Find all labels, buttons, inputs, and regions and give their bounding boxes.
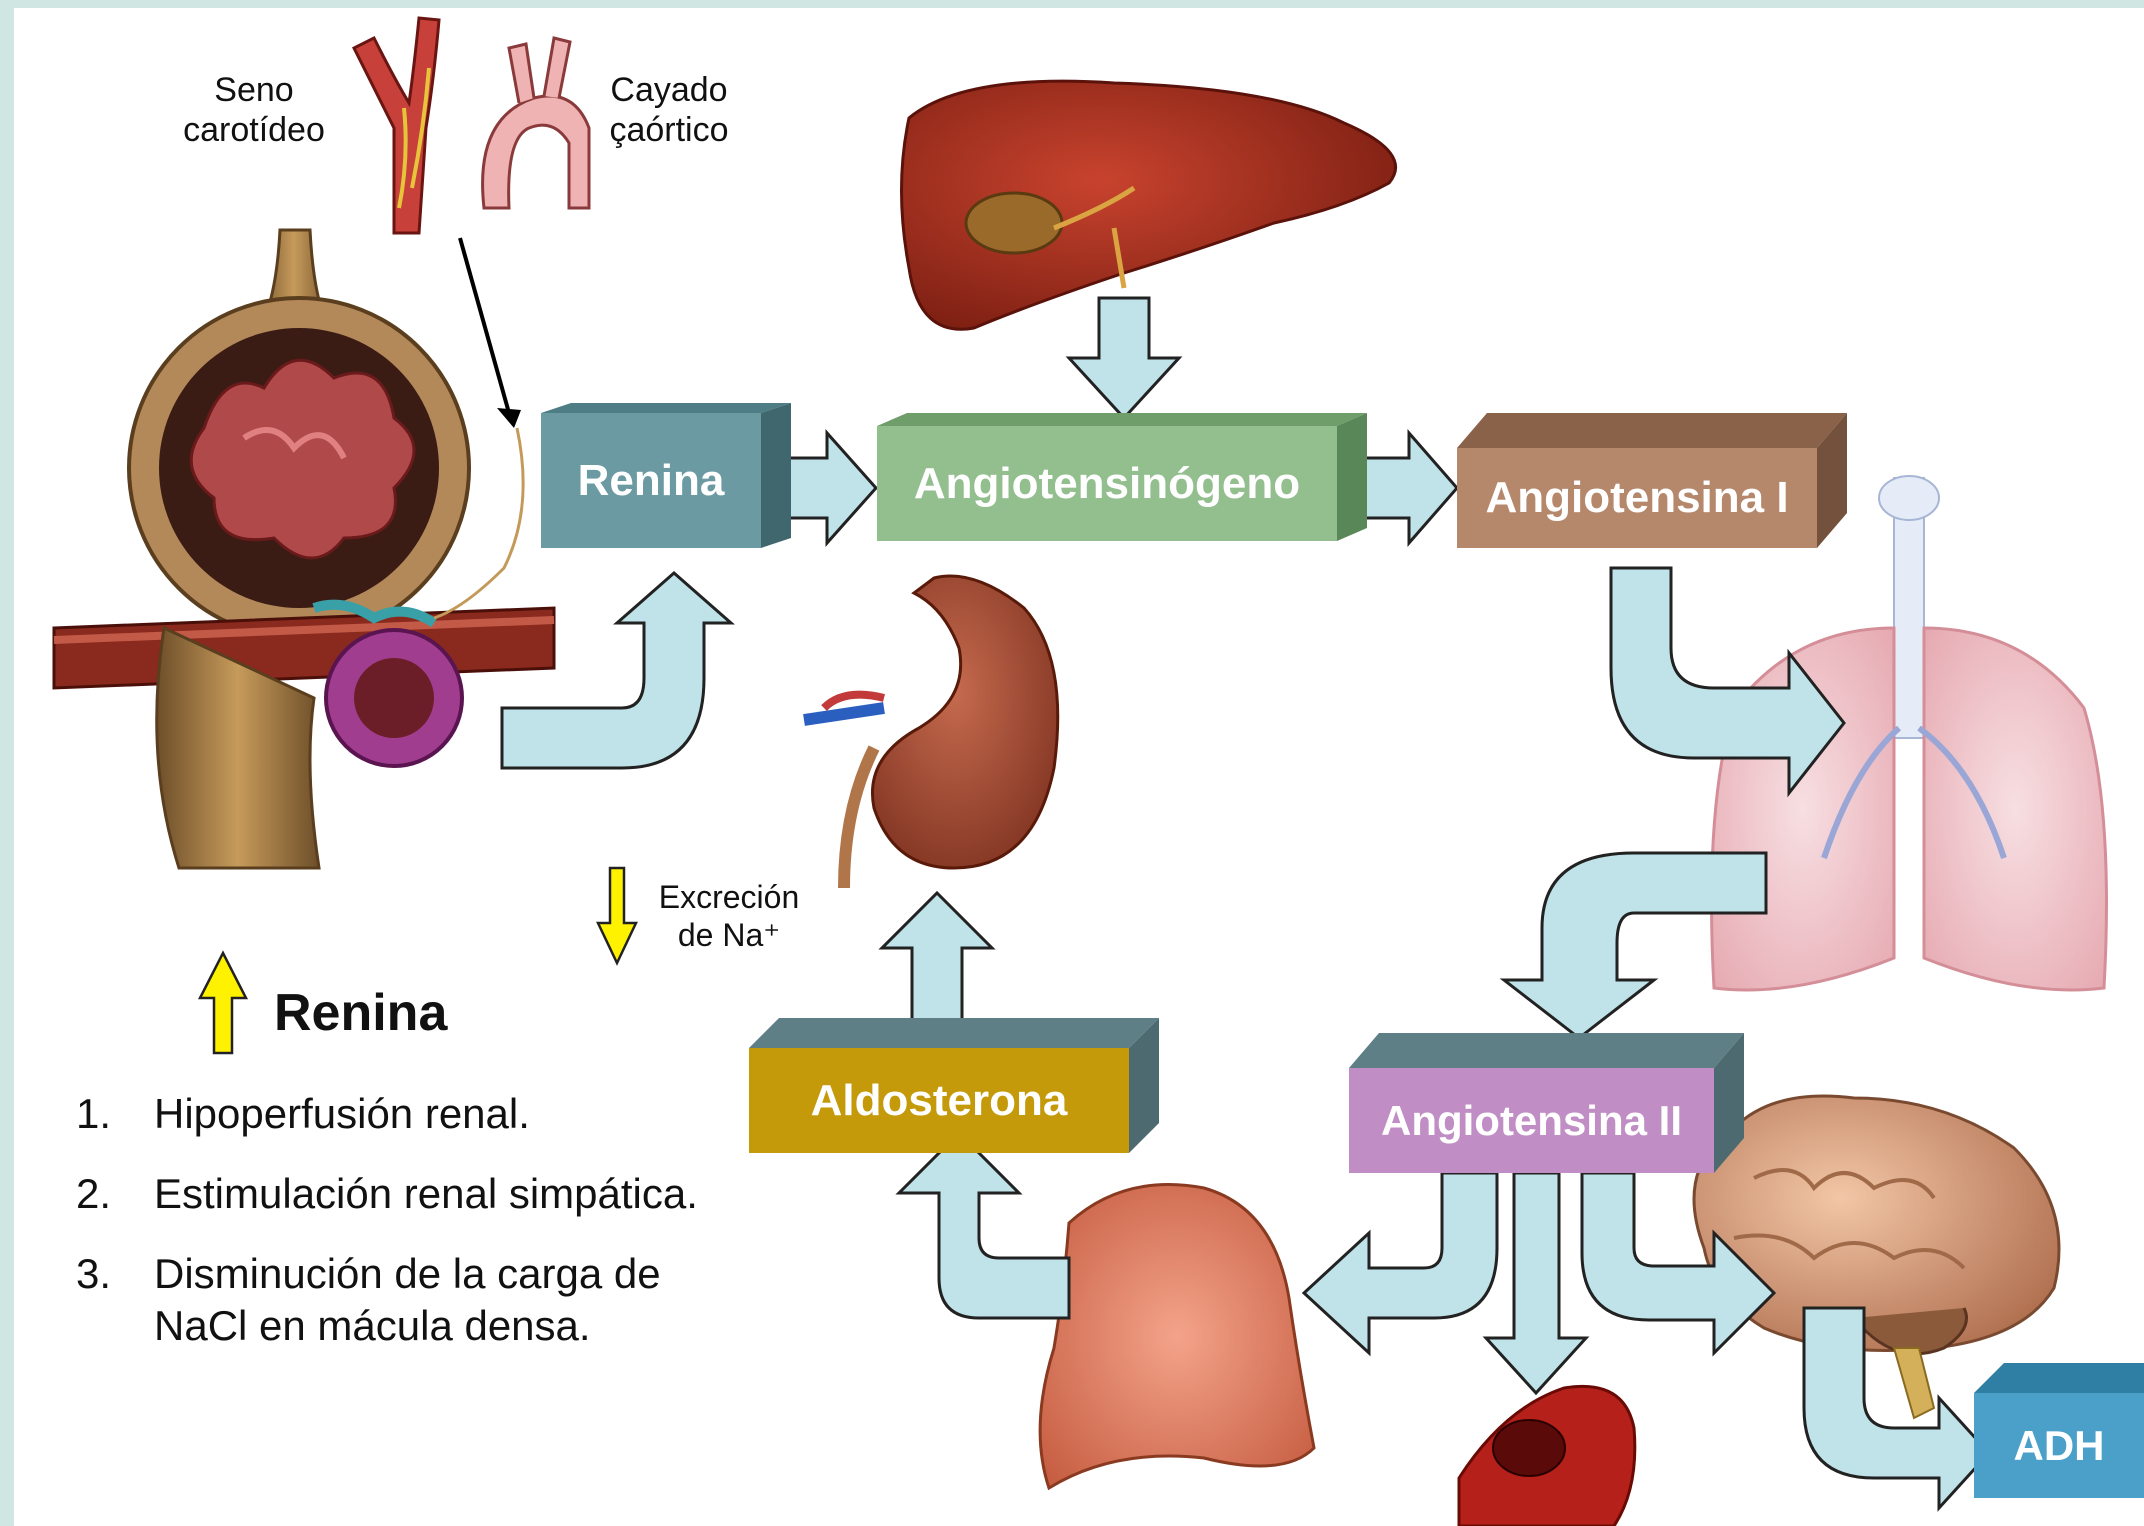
blood-vessel-icon: [1459, 1386, 1635, 1526]
cause-item: 3. Disminución de la carga de: [76, 1248, 796, 1300]
arrow-liver-to-angiotensinogeno: [1069, 298, 1179, 418]
aldosterona-box-label: Aldosterona: [749, 1048, 1129, 1153]
cause-item: 2. Estimulación renal simpática.: [76, 1168, 796, 1220]
renina-up-arrow: [200, 953, 246, 1053]
causes-list: 1. Hipoperfusión renal. 2. Estimulación …: [76, 1088, 796, 1352]
angiotensinogeno-box-label: Angiotensinógeno: [877, 426, 1337, 541]
angiotensina-i-box-label: Angiotensina I: [1457, 448, 1817, 548]
adrenal-gland-icon: [1040, 1185, 1314, 1488]
arrow-renina-to-angiotensinogeno: [782, 433, 876, 543]
arrow-nephron-to-renina: [502, 573, 731, 768]
carotid-artery-icon: [354, 18, 439, 233]
nephron-icon: [54, 230, 554, 868]
cayado-aortico-label: Cayado çaórtico: [589, 70, 749, 150]
arrow-angiotensina-ii-to-adrenal: [1304, 1173, 1497, 1353]
renina-increase-label: Renina: [274, 983, 447, 1043]
cause-item: 1. Hipoperfusión renal.: [76, 1088, 796, 1140]
seno-carotideo-label: Seno carotídeo: [164, 70, 344, 150]
cause-item: NaCl en mácula densa.: [76, 1300, 796, 1352]
renina-box-label: Renina: [541, 413, 761, 548]
baroreceptor-arrow: [460, 238, 509, 413]
arrow-aldosterona-to-kidney: [882, 893, 992, 1028]
arrow-angiotensina-i-to-lungs: [1611, 568, 1844, 793]
aortic-arch-icon: [483, 38, 589, 208]
arrow-angiotensinogeno-to-angiotensina-i: [1354, 433, 1457, 543]
excrecion-down-arrow: [598, 868, 636, 963]
liver-icon: [902, 81, 1396, 329]
arrow-adrenal-to-aldosterona: [899, 1133, 1069, 1318]
excrecion-na-label: Excreción de Na⁺: [639, 878, 819, 954]
kidney-icon: [804, 576, 1058, 888]
diagram-canvas: Renina Angiotensinógeno Angiotensina I A…: [14, 8, 2144, 1526]
angiotensina-ii-box-label: Angiotensina II: [1349, 1068, 1714, 1173]
arrow-angiotensina-ii-to-vessel: [1486, 1173, 1586, 1393]
adh-box-label: ADH: [1974, 1393, 2144, 1498]
